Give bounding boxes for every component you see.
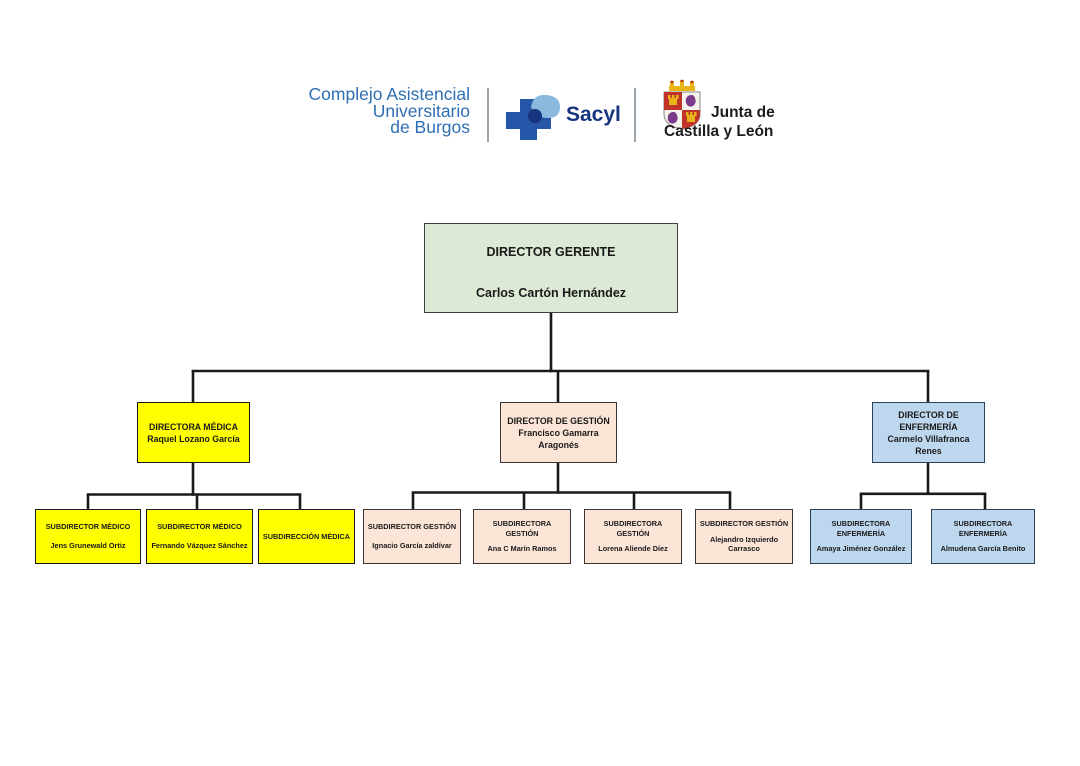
junta-label-line2: Castilla y León: [664, 123, 774, 140]
hospital-name-line1: Complejo Asistencial: [308, 84, 470, 104]
node-subdirectora-gestion-3[interactable]: SUBDIRECTORA GESTIÓN Lorena Aliende Díez: [584, 509, 682, 564]
junta-label-line1: Junta de: [711, 104, 775, 121]
node-person-name: Lorena Aliende Díez: [598, 544, 668, 554]
node-person-name: Jens Grunewald Ortiz: [50, 541, 126, 551]
node-director-gestion[interactable]: DIRECTOR DE GESTIÓN Francisco Gamarra Ar…: [500, 402, 617, 463]
node-subdirectora-gestion-2[interactable]: SUBDIRECTORA GESTIÓN Ana C Marín Ramos: [473, 509, 571, 564]
node-director-gerente[interactable]: DIRECTOR GERENTE Carlos Cartón Hernández: [424, 223, 678, 313]
node-person-name: Almudena García Benito: [940, 544, 1026, 554]
node-title: SUBDIRECCIÓN MÉDICA: [262, 531, 351, 541]
node-directora-medica[interactable]: DIRECTORA MÉDICA Raquel Lozano García: [137, 402, 250, 463]
node-person-name: Carlos Cartón Hernández: [475, 286, 627, 300]
node-title: SUBDIRECTOR MÉDICO: [45, 522, 131, 532]
sacyl-logo-icon: [504, 92, 562, 149]
node-title: SUBDIRECTOR GESTIÓN: [367, 522, 457, 532]
node-person-name: Amaya Jiménez González: [816, 544, 906, 554]
node-person-name: Ignacio García zaldívar: [372, 541, 452, 551]
sacyl-label: Sacyl: [566, 103, 621, 126]
node-subdirector-medico-1[interactable]: SUBDIRECTOR MÉDICO Jens Grunewald Ortiz: [35, 509, 141, 564]
node-person-name: Ana C Marín Ramos: [487, 544, 557, 554]
node-subdireccion-medica[interactable]: SUBDIRECCIÓN MÉDICA: [258, 509, 355, 564]
node-director-enfermeria[interactable]: DIRECTOR DE ENFERMERÍA Carmelo Villafran…: [872, 402, 985, 463]
hospital-name: Complejo Asistencial Universitario de Bu…: [210, 86, 470, 136]
node-subdirector-gestion-4[interactable]: SUBDIRECTOR GESTIÓN Alejandro Izquierdo …: [695, 509, 793, 564]
sacyl-cross-icon: [506, 94, 560, 140]
node-subdirectora-enfermeria-2[interactable]: SUBDIRECTORA ENFERMERÍA Almudena García …: [931, 509, 1035, 564]
node-title: SUBDIRECTORA ENFERMERÍA: [953, 519, 1013, 538]
node-person-name: Alejandro Izquierdo Carrasco: [709, 534, 779, 554]
node-title: SUBDIRECTORA GESTIÓN: [603, 519, 663, 538]
header-divider-left: [487, 88, 489, 142]
node-title: SUBDIRECTOR MÉDICO: [157, 522, 242, 532]
node-person-name: Francisco Gamarra Aragonés: [518, 427, 599, 450]
junta-coat-of-arms-icon: [661, 78, 703, 135]
node-title: DIRECTOR DE GESTIÓN: [507, 415, 610, 426]
node-person-name: Fernando Vázquez Sánchez: [151, 541, 248, 551]
node-title: SUBDIRECTORA GESTIÓN: [492, 519, 552, 538]
node-title: DIRECTOR DE ENFERMERÍA: [898, 409, 959, 432]
header-divider-right: [634, 88, 636, 142]
node-title: SUBDIRECTOR GESTIÓN: [699, 519, 789, 529]
hospital-name-line2: Universitario: [372, 100, 470, 121]
node-subdirector-medico-2[interactable]: SUBDIRECTOR MÉDICO Fernando Vázquez Sánc…: [146, 509, 253, 564]
node-subdirector-gestion-1[interactable]: SUBDIRECTOR GESTIÓN Ignacio García zaldí…: [363, 509, 461, 564]
junta-shield-icon: [663, 79, 701, 130]
node-title: DIRECTOR GERENTE: [486, 245, 616, 259]
node-subdirectora-enfermeria-1[interactable]: SUBDIRECTORA ENFERMERÍA Amaya Jiménez Go…: [810, 509, 912, 564]
node-person-name: Carmelo Villafranca Renes: [887, 433, 970, 456]
node-title: DIRECTORA MÉDICA: [149, 421, 238, 432]
node-person-name: Raquel Lozano García: [147, 433, 240, 444]
node-title: SUBDIRECTORA ENFERMERÍA: [831, 519, 891, 538]
hospital-name-line3: de Burgos: [390, 117, 470, 137]
